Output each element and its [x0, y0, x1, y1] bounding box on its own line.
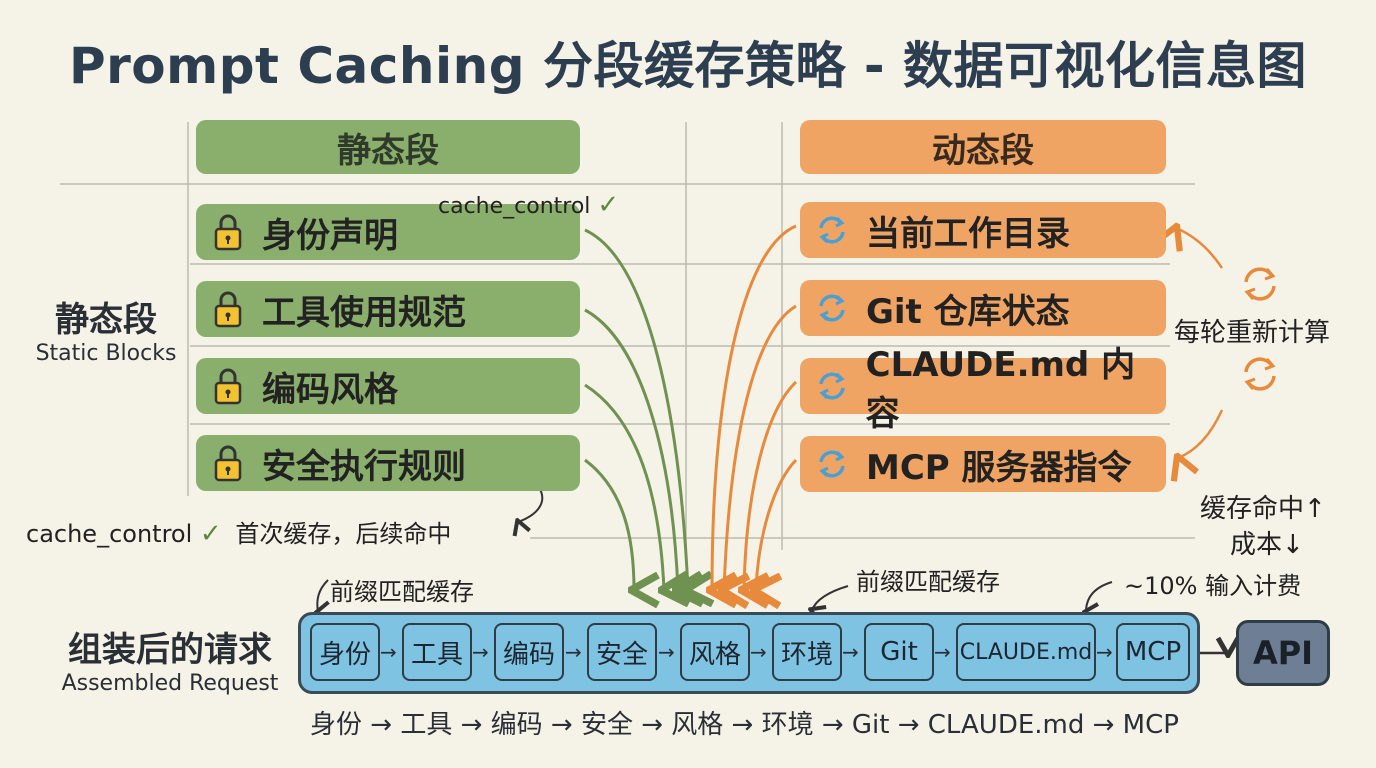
refresh-icon: [814, 366, 850, 406]
static-block-label: 身份声明: [262, 215, 398, 256]
arrow-icon: →: [842, 640, 859, 664]
dynamic-header: 动态段: [800, 120, 1166, 174]
dynamic-block-cwd: 当前工作目录: [800, 202, 1166, 258]
lock-icon: [210, 212, 246, 252]
dynamic-block-label: 当前工作目录: [866, 213, 1070, 254]
dynamic-block-label: CLAUDE.md 内容: [865, 345, 1136, 434]
cycle-icon: [1238, 352, 1282, 400]
cache-hit-note: 缓存命中↑: [1200, 494, 1326, 524]
static-block-label: 编码风格: [262, 369, 398, 410]
refresh-icon: [814, 288, 850, 328]
check-icon: ✓: [597, 190, 620, 220]
static-block-identity: 身份声明: [196, 204, 580, 260]
request-segment: 工具: [402, 623, 472, 681]
static-block-label: 工具使用规范: [262, 292, 466, 333]
arrow-icon: →: [658, 640, 675, 664]
prefix-note-left: 前缀匹配缓存: [330, 578, 474, 606]
refresh-icon: [814, 210, 850, 250]
recompute-note: 每轮重新计算: [1174, 318, 1331, 348]
arrow-icon: →: [1096, 640, 1113, 664]
cycle-icon: [1238, 262, 1282, 310]
static-block-style: 编码风格: [196, 358, 580, 414]
request-segment: Git: [864, 623, 934, 681]
sequence-caption: 身份 → 工具 → 编码 → 安全 → 风格 → 环境 → Git → CLAU…: [310, 710, 1179, 740]
lock-icon: [210, 443, 246, 483]
request-segment: 安全: [587, 623, 657, 681]
arrow-icon: →: [750, 640, 767, 664]
refresh-icon: [814, 444, 850, 484]
request-segment: 身份: [310, 623, 380, 681]
request-segment: 环境: [772, 623, 842, 681]
dynamic-block-label: MCP 服务器指令: [866, 447, 1132, 488]
dynamic-block-label: Git 仓库状态: [866, 291, 1070, 332]
request-segment: CLAUDE.md: [956, 623, 1096, 681]
dynamic-block-claude-md: CLAUDE.md 内容: [800, 345, 1166, 434]
static-side-label: 静态段 Static Blocks: [26, 292, 186, 366]
lock-icon: [210, 289, 246, 329]
static-block-tools: 工具使用规范: [196, 281, 580, 337]
dynamic-block-git: Git 仓库状态: [800, 280, 1166, 336]
cost-note: 成本↓: [1230, 530, 1304, 560]
arrow-icon: →: [472, 640, 489, 664]
request-segment: 风格: [680, 623, 750, 681]
arrow-icon: →: [565, 640, 582, 664]
prefix-note-right: 前缀匹配缓存: [856, 568, 1000, 596]
dynamic-block-mcp: MCP 服务器指令: [800, 436, 1166, 492]
request-segment: 编码: [494, 623, 564, 681]
page-title: Prompt Caching 分段缓存策略 - 数据可视化信息图: [68, 37, 1308, 95]
arrow-icon: →: [934, 640, 951, 664]
static-block-security: 安全执行规则: [196, 435, 580, 491]
cache-control-note-bottom: cache_control ✓ 首次缓存，后续命中: [26, 519, 452, 549]
assembled-side-title: 组装后的请求: [68, 630, 272, 670]
lock-icon: [210, 366, 246, 406]
arrow-icon: →: [380, 640, 397, 664]
cache-control-note-top: cache_control ✓: [438, 190, 620, 220]
static-side-title: 静态段: [55, 300, 157, 340]
static-header: 静态段: [196, 120, 580, 174]
api-box: API: [1236, 620, 1330, 686]
static-side-subtitle: Static Blocks: [35, 341, 177, 366]
request-segment: MCP: [1116, 623, 1190, 681]
static-block-label: 安全执行规则: [262, 446, 466, 487]
assembled-side-label: 组装后的请求 Assembled Request: [40, 622, 300, 696]
assembled-side-subtitle: Assembled Request: [61, 671, 279, 696]
input-fee-note: ~10% 输入计费: [1124, 572, 1302, 600]
check-icon: ✓: [199, 519, 222, 549]
